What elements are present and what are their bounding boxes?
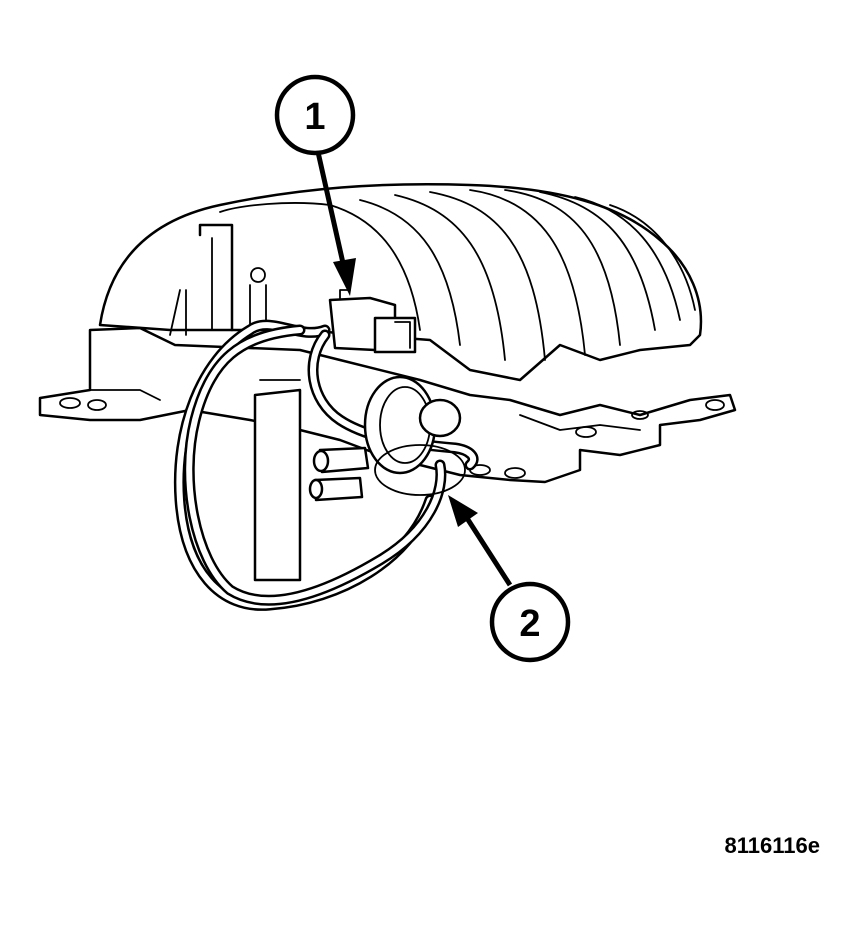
sensor-assembly bbox=[308, 375, 466, 502]
callout-1-label: 1 bbox=[304, 96, 325, 138]
callout-2-arrowhead bbox=[448, 495, 478, 527]
callout-1-arrow bbox=[315, 151, 348, 273]
electrical-connector bbox=[328, 289, 417, 354]
callout-2: 2 bbox=[448, 495, 571, 663]
figure-reference-code: 8116116e bbox=[725, 833, 820, 858]
callout-2-arrow bbox=[462, 513, 513, 587]
callout-1-circle bbox=[274, 74, 356, 156]
callout-1-arrowhead bbox=[333, 258, 356, 296]
callout-1: 1 bbox=[274, 74, 356, 296]
callout-2-label: 2 bbox=[519, 603, 540, 645]
callout-2-circle bbox=[489, 581, 571, 663]
